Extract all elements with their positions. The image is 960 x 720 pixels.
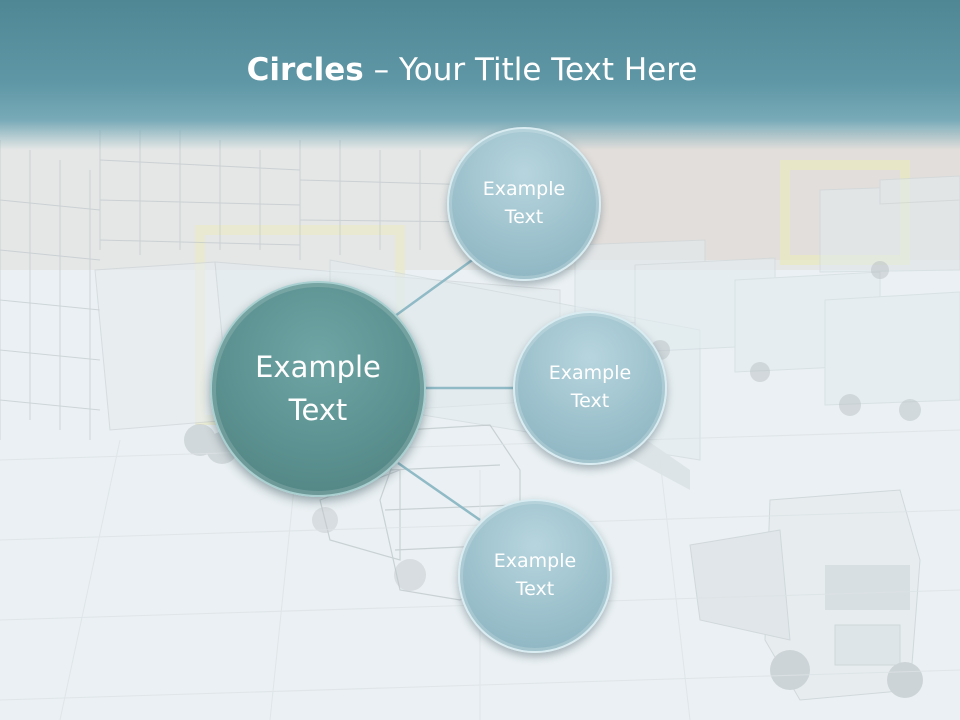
title-rest: – Your Title Text Here <box>363 52 698 88</box>
node-circle-label: Example Text <box>493 550 577 600</box>
connector-line-3 <box>397 461 481 522</box>
node-circle-bottom[interactable]: Example Text <box>458 499 612 653</box>
node-circle-middle[interactable]: Example Text <box>513 311 667 465</box>
title-bold: Circles <box>246 52 364 88</box>
node-circle-label: Example Text <box>482 178 566 228</box>
node-circle-top[interactable]: Example Text <box>447 127 601 281</box>
slide-title[interactable]: Circles – Your Title Text Here <box>0 52 944 88</box>
node-circle-label: Example Text <box>548 362 632 412</box>
title-band <box>0 0 960 150</box>
center-circle[interactable]: Example Text <box>210 281 426 497</box>
center-circle-label: Example Text <box>255 349 381 428</box>
connector-line-1 <box>394 256 476 318</box>
